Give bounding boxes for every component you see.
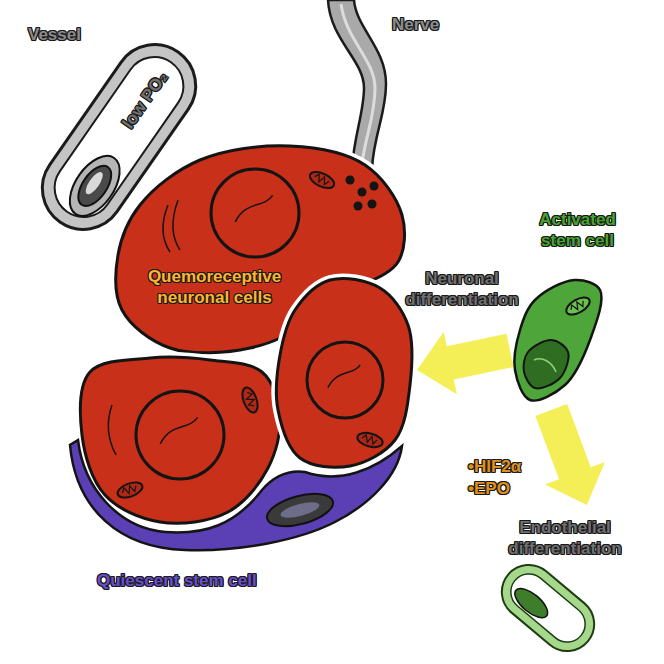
mitochondrion: [116, 479, 145, 500]
secretory-vesicle: [346, 176, 355, 185]
new-vessel-wall: [491, 554, 605, 662]
nucleus-detail: [534, 359, 556, 372]
node-art: [514, 280, 601, 401]
mitochondrion-cristae: [121, 484, 137, 496]
differentiation-label: Neuronal differentiation: [402, 268, 522, 310]
mitochondrion-membrane: [116, 479, 145, 500]
secretory-vesicle: [354, 202, 363, 211]
new-vessel-lumen: [503, 567, 592, 650]
reticulum-line: [109, 405, 116, 455]
quiescent-stem-cell-shape: [70, 440, 402, 550]
cell-nucleus: [211, 169, 299, 257]
nucleus-highlight: [279, 499, 321, 521]
activated-stem-cell-shape: [514, 280, 601, 401]
vessel-heading: Vessel: [28, 24, 81, 45]
new-vessel-figure: [491, 554, 605, 662]
mitochondrion-membrane: [239, 386, 260, 415]
chromatin-line: [328, 365, 360, 388]
new-endothelial-nucleus: [510, 583, 552, 623]
activated-stem-cell-node: Activated stem cell: [510, 205, 645, 410]
endothelial-nucleus: [72, 160, 118, 211]
mitochondrion: [563, 294, 592, 318]
quiescent-stem-cell-node: Quiescent stem cell: [62, 425, 412, 610]
quiescent-nucleus: [264, 488, 337, 533]
left-neuronal-cell: [80, 357, 280, 523]
nerve-fiber: [328, 0, 386, 168]
mitochondrion: [307, 169, 336, 192]
node-art: [70, 440, 402, 550]
endothelial-cell-body: [60, 147, 130, 225]
nerve-node: Nerve: [322, 0, 462, 138]
node-art: [80, 146, 412, 523]
differentiation-arrow: [417, 332, 513, 395]
mitochondrion-membrane: [356, 430, 384, 449]
nerve-axon: [341, 4, 375, 165]
mitochondrion-membrane: [563, 294, 592, 318]
differentiation-arrow: [535, 404, 605, 505]
cluster-label: Quemoreceptive neuronal cells: [142, 266, 287, 308]
stem-cell-nucleus: [524, 340, 569, 388]
cell-nucleus: [307, 342, 383, 418]
reticulum-line: [163, 205, 170, 252]
node-art: [328, 0, 386, 168]
cell-nucleus: [136, 391, 224, 479]
chromatin-line: [235, 195, 272, 221]
mitochondrion: [239, 386, 260, 415]
right-neuronal-cell: [276, 278, 412, 467]
cell-gap: [80, 357, 280, 523]
mitochondrion-cristae: [244, 391, 256, 407]
mitochondrion-cristae: [569, 299, 585, 313]
reticulum-line: [173, 200, 180, 250]
cell-gap: [276, 278, 412, 467]
mitochondrion-membrane: [307, 169, 336, 192]
new-vessel-node: Endothelial differentiation: [480, 505, 650, 657]
secretory-vesicle: [358, 188, 367, 197]
secretory-vesicle: [368, 200, 377, 209]
stem-cell-heading: Activated stem cell: [525, 209, 630, 251]
nucleus-highlight: [83, 170, 106, 197]
node-art: [491, 554, 605, 662]
endothelial-heading: Endothelial differentiation: [502, 517, 628, 559]
mitochondrion: [356, 430, 384, 449]
mitochondrion-cristae: [361, 434, 377, 445]
factor-label: •EPO: [468, 478, 510, 499]
chromatin-line: [160, 417, 197, 443]
quiescent-heading: Quiescent stem cell: [97, 570, 257, 591]
factor-label: •HIF2α: [468, 456, 521, 477]
nerve-heading: Nerve: [392, 14, 439, 35]
mitochondrion-cristae: [313, 173, 330, 186]
secretory-vesicle: [370, 182, 379, 191]
